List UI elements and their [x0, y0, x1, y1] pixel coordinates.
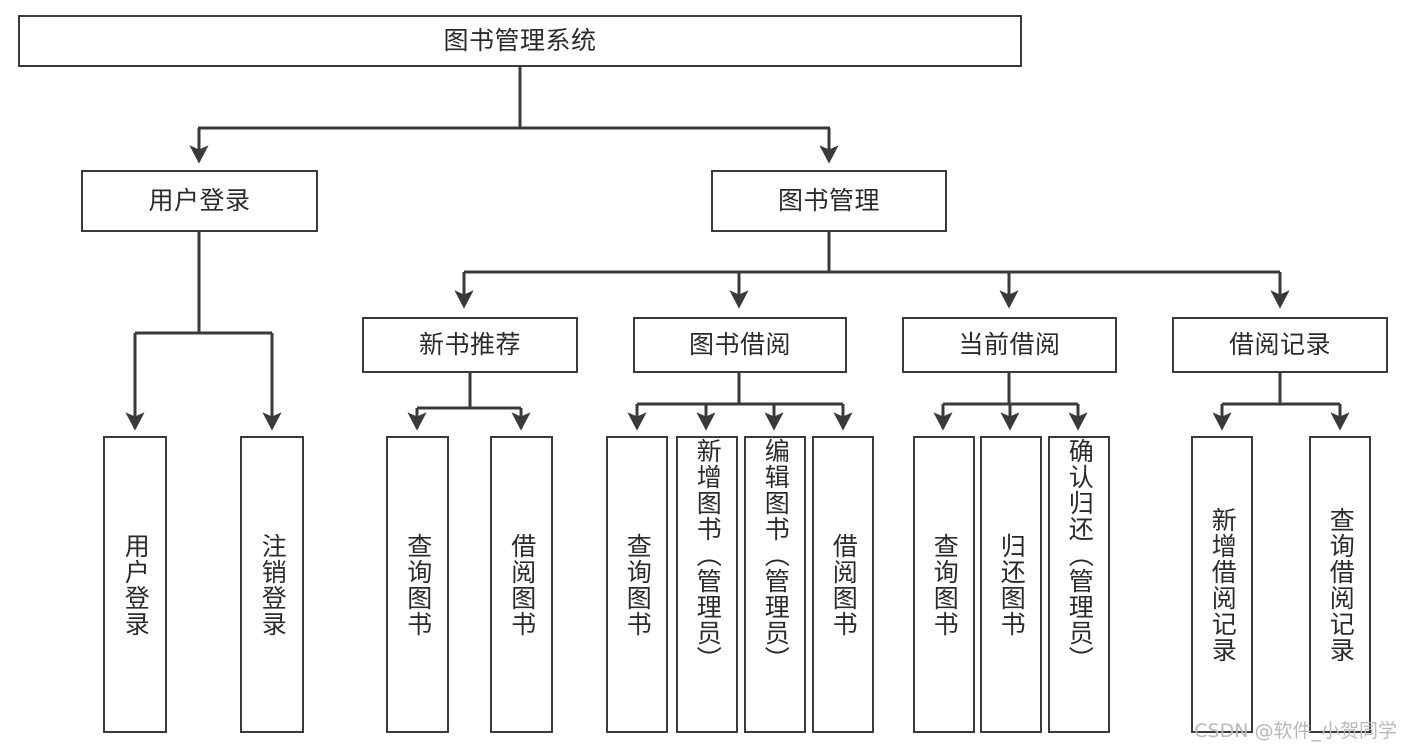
leaf-query-book-1-label: 查询图书 [403, 532, 433, 637]
leaf-query-book-3-label: 查询图书 [930, 532, 960, 637]
leaf-logout-login-label: 注销登录 [258, 532, 288, 637]
leaf-borrow-book-2-label: 借阅图书 [829, 532, 859, 637]
node-borrow-record-label: 借阅记录 [1228, 330, 1331, 360]
leaf-borrow-book-1[interactable]: 借阅图书 [490, 436, 553, 733]
leaf-query-book-3[interactable]: 查询图书 [913, 436, 975, 733]
watermark-text: CSDN @软件_小贺同学 [1194, 720, 1397, 742]
leaf-confirm-return[interactable]: 确认归还（管理员） [1048, 436, 1110, 733]
node-book-manage-label: 图书管理 [777, 186, 880, 216]
node-current-borrow[interactable]: 当前借阅 [902, 317, 1117, 373]
node-user-login[interactable]: 用户登录 [81, 170, 318, 232]
leaf-query-record-label: 查询借阅记录 [1326, 506, 1356, 663]
leaf-return-book[interactable]: 归还图书 [980, 436, 1042, 733]
node-new-book-recommend[interactable]: 新书推荐 [362, 317, 578, 373]
leaf-add-record-label: 新增借阅记录 [1208, 506, 1238, 663]
node-book-manage[interactable]: 图书管理 [711, 170, 947, 232]
leaf-borrow-book-2[interactable]: 借阅图书 [812, 436, 874, 733]
leaf-edit-book-label: 编辑图书（管理员） [761, 438, 791, 672]
leaf-add-book-label: 新增图书（管理员） [693, 438, 723, 672]
leaf-add-book[interactable]: 新增图书（管理员） [676, 436, 738, 733]
node-user-login-label: 用户登录 [148, 186, 251, 216]
node-root[interactable]: 图书管理系统 [18, 15, 1022, 67]
leaf-logout-login[interactable]: 注销登录 [240, 436, 304, 733]
leaf-query-book-1[interactable]: 查询图书 [386, 436, 449, 733]
leaf-query-book-2[interactable]: 查询图书 [606, 436, 668, 733]
leaf-edit-book[interactable]: 编辑图书（管理员） [744, 436, 806, 733]
leaf-query-record[interactable]: 查询借阅记录 [1309, 436, 1371, 733]
node-current-borrow-label: 当前借阅 [958, 330, 1061, 360]
leaf-user-login[interactable]: 用户登录 [103, 436, 167, 733]
leaf-add-record[interactable]: 新增借阅记录 [1191, 436, 1253, 733]
node-borrow-record[interactable]: 借阅记录 [1172, 317, 1388, 373]
leaf-borrow-book-1-label: 借阅图书 [507, 532, 537, 637]
node-book-borrow[interactable]: 图书借阅 [633, 317, 847, 373]
leaf-return-book-label: 归还图书 [997, 532, 1027, 637]
node-root-label: 图书管理系统 [443, 26, 597, 56]
node-book-borrow-label: 图书借阅 [688, 330, 791, 360]
leaf-confirm-return-label: 确认归还（管理员） [1065, 438, 1095, 672]
leaf-query-book-2-label: 查询图书 [623, 532, 653, 637]
leaf-user-login-label: 用户登录 [121, 532, 151, 637]
node-new-book-recommend-label: 新书推荐 [418, 330, 521, 360]
